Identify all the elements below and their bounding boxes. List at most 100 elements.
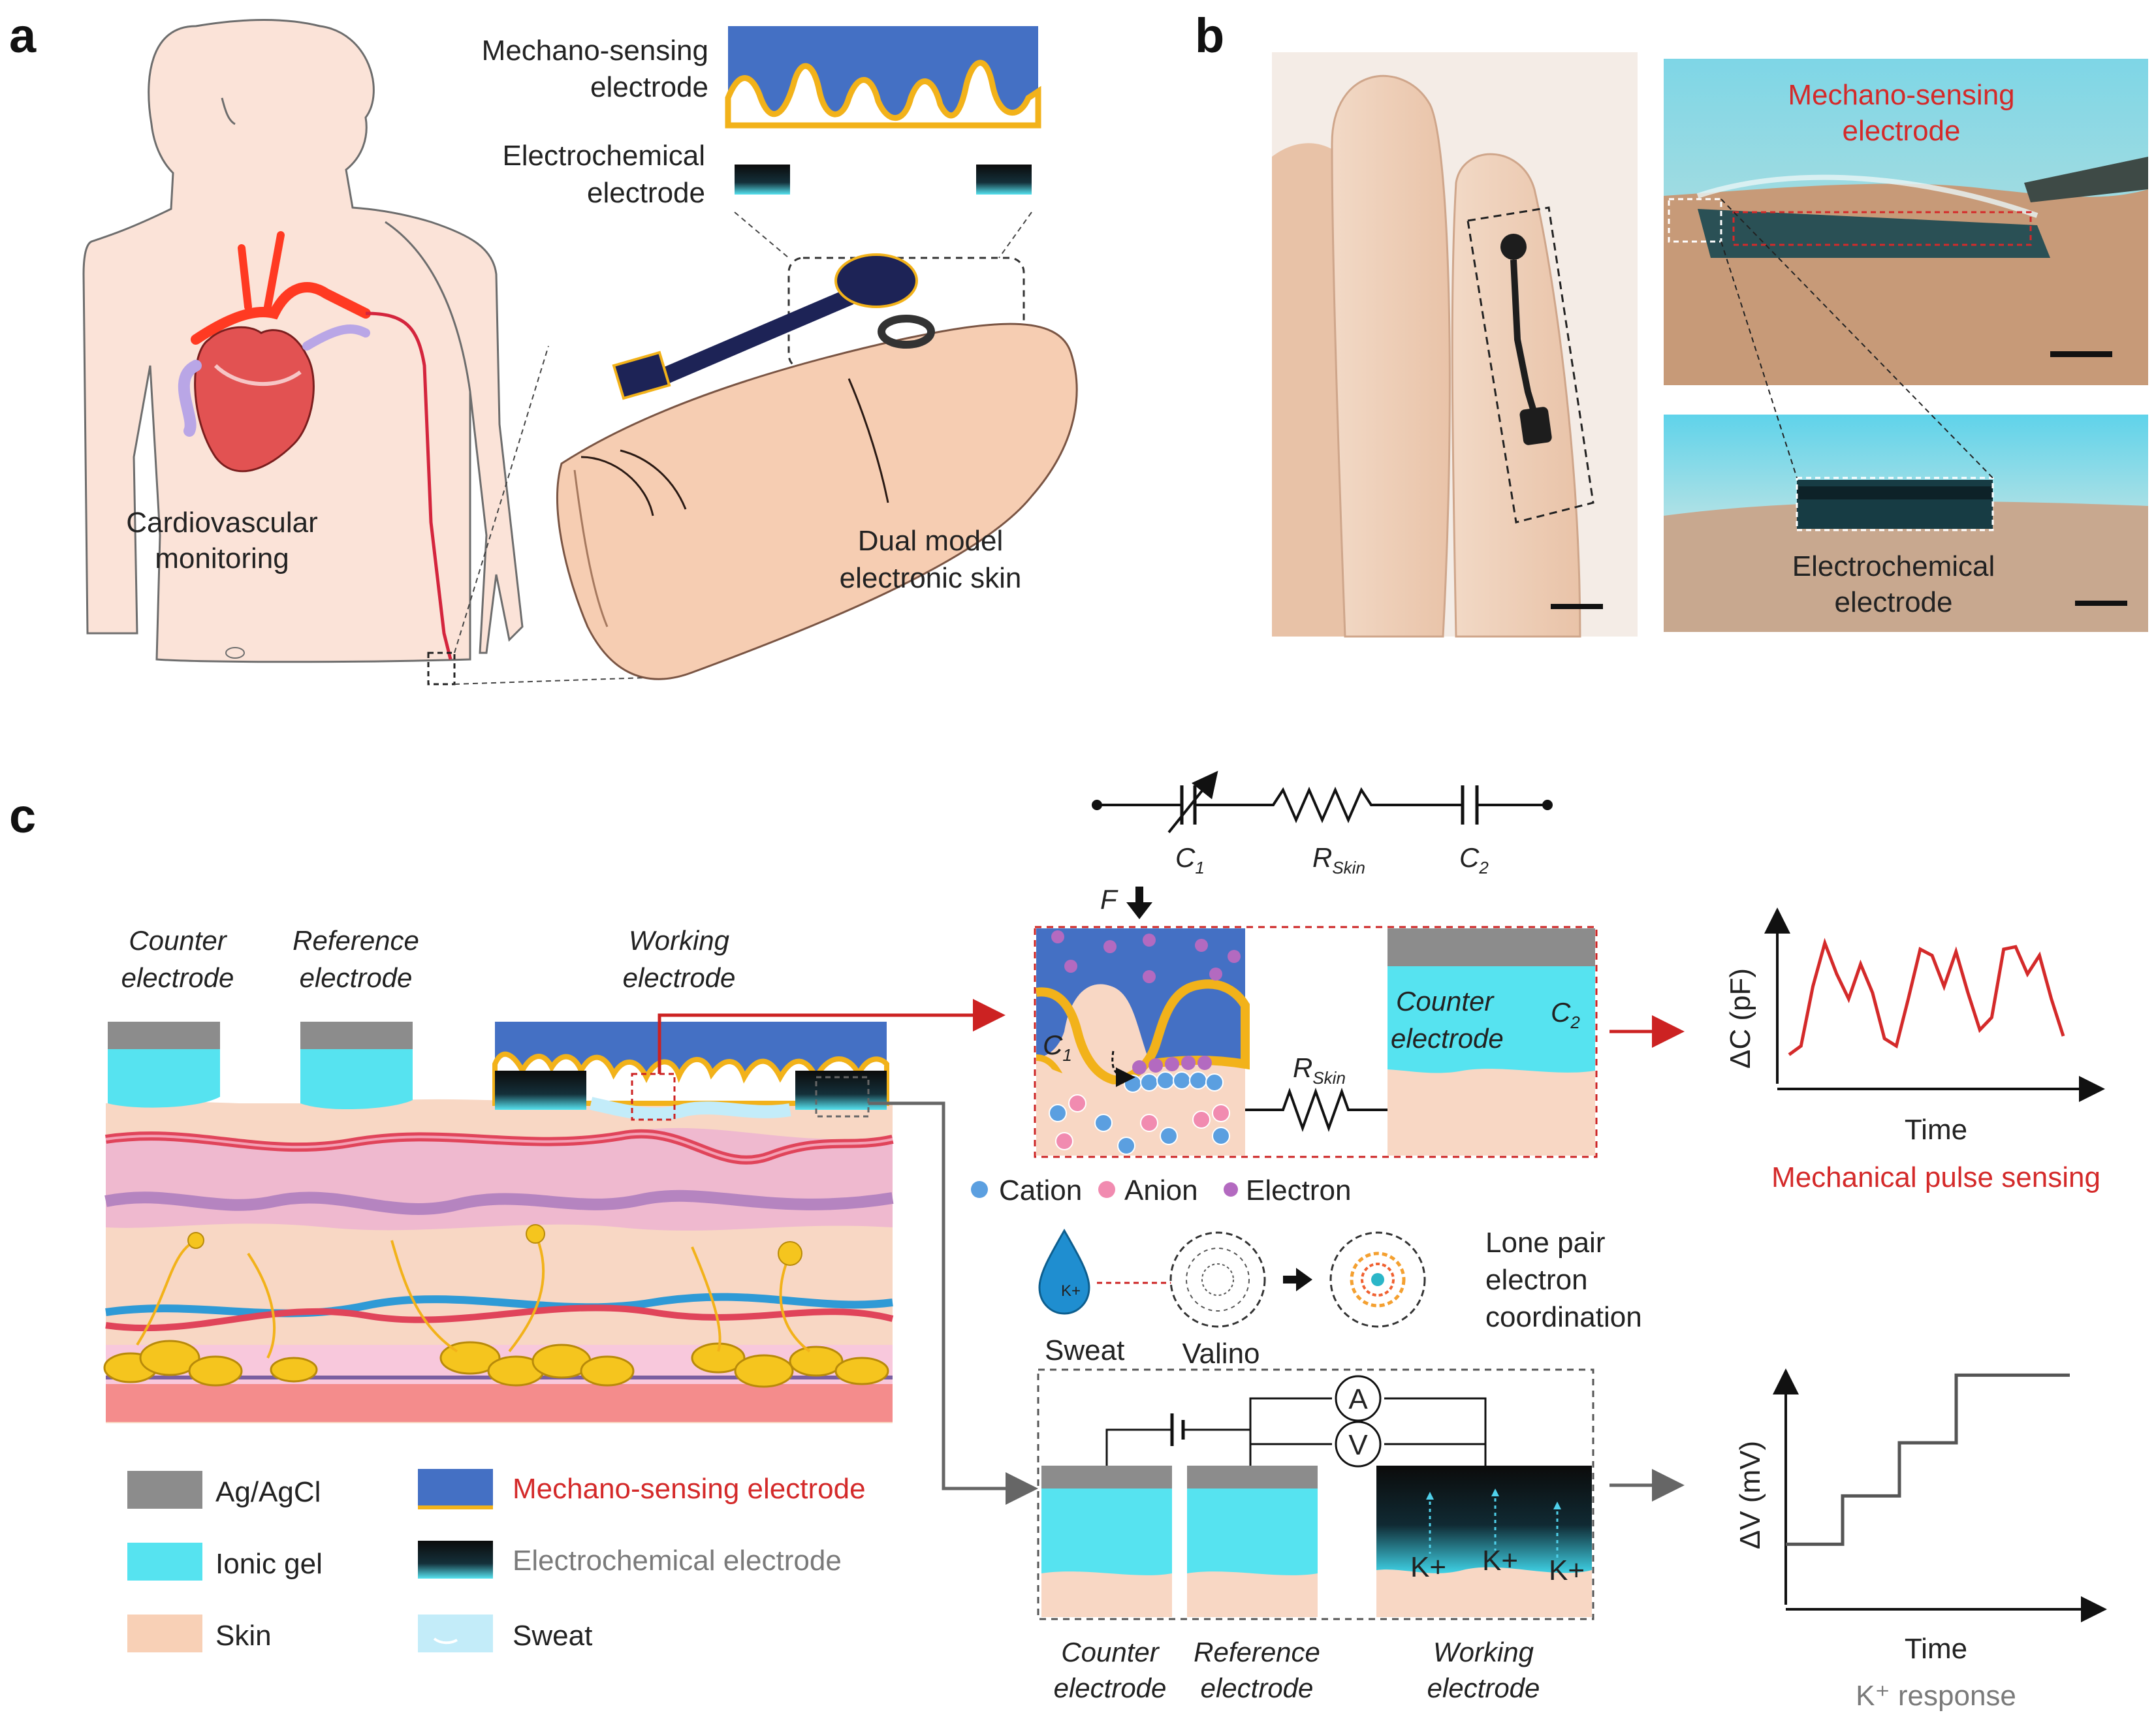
legend-swatch-mechano: [418, 1469, 493, 1505]
echem-circuit: [1105, 1375, 1487, 1468]
cation-icon: [971, 1181, 988, 1198]
cap-caption: Mechanical pulse sensing: [1771, 1161, 2101, 1193]
circuit-c2: C2: [1459, 842, 1489, 877]
panel-letter-c: c: [9, 789, 36, 843]
label-dual-model: Dual model: [858, 525, 1004, 557]
meter-v-label: V: [1348, 1429, 1368, 1461]
box-c1-sub: 1: [1062, 1045, 1071, 1065]
equivalent-circuit: [1092, 770, 1553, 834]
label-lone-pair: Lone pair: [1485, 1227, 1605, 1259]
box-c2-letter: C: [1551, 997, 1571, 1028]
heart-icon: [178, 231, 371, 473]
electrochemical-swatch-left: [735, 165, 790, 195]
meter-a-label: A: [1348, 1383, 1368, 1415]
red-arrow-to-mechano: [658, 999, 1006, 1074]
right-arrow-icon: [1296, 1268, 1312, 1291]
echem-highlight-box: [1796, 477, 1994, 531]
photo-label-electrode: electrode: [1834, 586, 1952, 618]
photo-label-mechano: Mechano-sensing: [1788, 79, 2014, 111]
legend-swatch-electrochemical: [418, 1541, 493, 1579]
label-valino: Valino: [1182, 1338, 1260, 1370]
ammeter-icon: [1335, 1375, 1382, 1422]
voltage-chart: ΔV (mV) Time K⁺ response: [1734, 1368, 2107, 1712]
circuit-c1-letter: C: [1175, 842, 1196, 873]
circuit-c2-letter: C: [1459, 842, 1480, 873]
circuit-c2-sub: 2: [1478, 858, 1489, 877]
valinomycin-ring-icon: [1169, 1231, 1266, 1328]
label-counter-electrode-bottom: electrode: [1054, 1673, 1167, 1703]
label-mechano-electrode: electrode: [590, 71, 708, 103]
photo-electrochemical-electrode: Electrochemical electrode: [1664, 415, 2148, 632]
grey-arrow-to-echem: [868, 1101, 1038, 1505]
label-cardiovascular: Cardiovascular: [126, 507, 317, 539]
label-electronic-skin: electronic skin: [840, 562, 1022, 594]
label-sweat: Sweat: [1045, 1334, 1124, 1366]
legend-label-electrochemical: Electrochemical electrode: [513, 1545, 842, 1577]
mechano-detail-contents: [1035, 928, 1595, 1156]
circuit-c1: C1: [1175, 842, 1205, 877]
echem-detail-box: [1037, 1368, 1594, 1620]
scale-bar-echem: [2075, 601, 2127, 606]
label-electrochemical: Electrochemical: [502, 140, 705, 172]
label-mechano-sensing: Mechano-sensing: [482, 35, 708, 67]
panel-letter-a: a: [9, 8, 37, 63]
photo-label-mechano-electrode: electrode: [1842, 115, 1960, 147]
legend-swatch-ionic-gel: [127, 1543, 202, 1581]
materials-legend: Ag/AgCl Ionic gel Skin Mechano-sensing e…: [127, 1469, 866, 1652]
reference-electrode-stack: [300, 1022, 413, 1110]
label-counter-electrode-top: electrode: [121, 962, 234, 993]
label-reference-electrode-bottom: electrode: [1201, 1673, 1314, 1703]
legend-label-mechano: Mechano-sensing electrode: [513, 1473, 866, 1505]
circuit-c1-sub: 1: [1195, 858, 1204, 877]
coordinated-complex-icon: [1329, 1231, 1426, 1328]
sweat-k-label: K+: [1061, 1282, 1081, 1300]
mechano-highlight-box: [1732, 211, 2032, 246]
volt-ylabel: ΔV (mV): [1734, 1441, 1766, 1549]
label-electron: Electron: [1246, 1174, 1351, 1206]
scale-bar-finger: [1551, 604, 1603, 609]
legend-swatch-skin: [127, 1615, 202, 1652]
volt-series-line: [1786, 1373, 2070, 1546]
swatch-zoom-lines: [734, 212, 1032, 259]
kplus-label-2: K+: [1482, 1545, 1518, 1577]
box-r: RSkin: [1293, 1052, 1346, 1088]
anion-icon: [1098, 1181, 1115, 1198]
photo-mechano-electrode: Mechano-sensing electrode: [1664, 59, 2148, 385]
label-anion: Anion: [1124, 1174, 1198, 1206]
label-working-top: Working: [629, 925, 729, 956]
kplus-label-3: K+: [1549, 1554, 1585, 1586]
sweat-drop-icon: [1038, 1228, 1090, 1315]
label-counter-top: Counter: [129, 925, 227, 956]
capacitance-chart: ΔC (pF) Time Mechanical pulse sensing: [1724, 907, 2105, 1193]
working-zoom-box-red: [631, 1073, 676, 1121]
box-c1-letter: C: [1043, 1030, 1063, 1060]
label-reference-top: Reference: [293, 925, 419, 956]
counter-electrode-stack: [108, 1022, 220, 1108]
label-working-bottom: Working: [1433, 1637, 1534, 1667]
label-working-electrode-top: electrode: [623, 962, 736, 993]
label-counter-bottom: Counter: [1061, 1637, 1160, 1667]
panel-letter-b: b: [1195, 8, 1224, 63]
legend-label-agagcl: Ag/AgCl: [215, 1476, 321, 1508]
mechano-detail-box: [1034, 926, 1598, 1158]
electron-icon: [1224, 1182, 1238, 1197]
label-monitoring: monitoring: [155, 543, 289, 575]
edge-highlight-box: [1668, 198, 1722, 243]
voltmeter-icon: [1335, 1421, 1382, 1468]
legend-swatch-agagcl: [127, 1471, 202, 1509]
force-arrow-icon: [1126, 902, 1152, 919]
artery-line: [365, 311, 452, 660]
box-c1: C1: [1043, 1030, 1072, 1065]
legend-swatch-sweat: [418, 1615, 493, 1652]
electrochemical-swatch-right: [976, 165, 1032, 195]
echem-electrodes: [1041, 1466, 1592, 1617]
wrist-zoom-box: [427, 652, 456, 685]
box-counter-electrode-label: electrode: [1391, 1023, 1504, 1054]
skin-cross-section: [103, 1097, 894, 1423]
finger-illustration: [556, 323, 1078, 680]
legend-label-ionic-gel: Ionic gel: [215, 1548, 323, 1580]
circuit-r: RSkin: [1312, 842, 1365, 877]
cap-xlabel: Time: [1905, 1114, 1967, 1146]
box-c2: C2: [1551, 997, 1580, 1032]
